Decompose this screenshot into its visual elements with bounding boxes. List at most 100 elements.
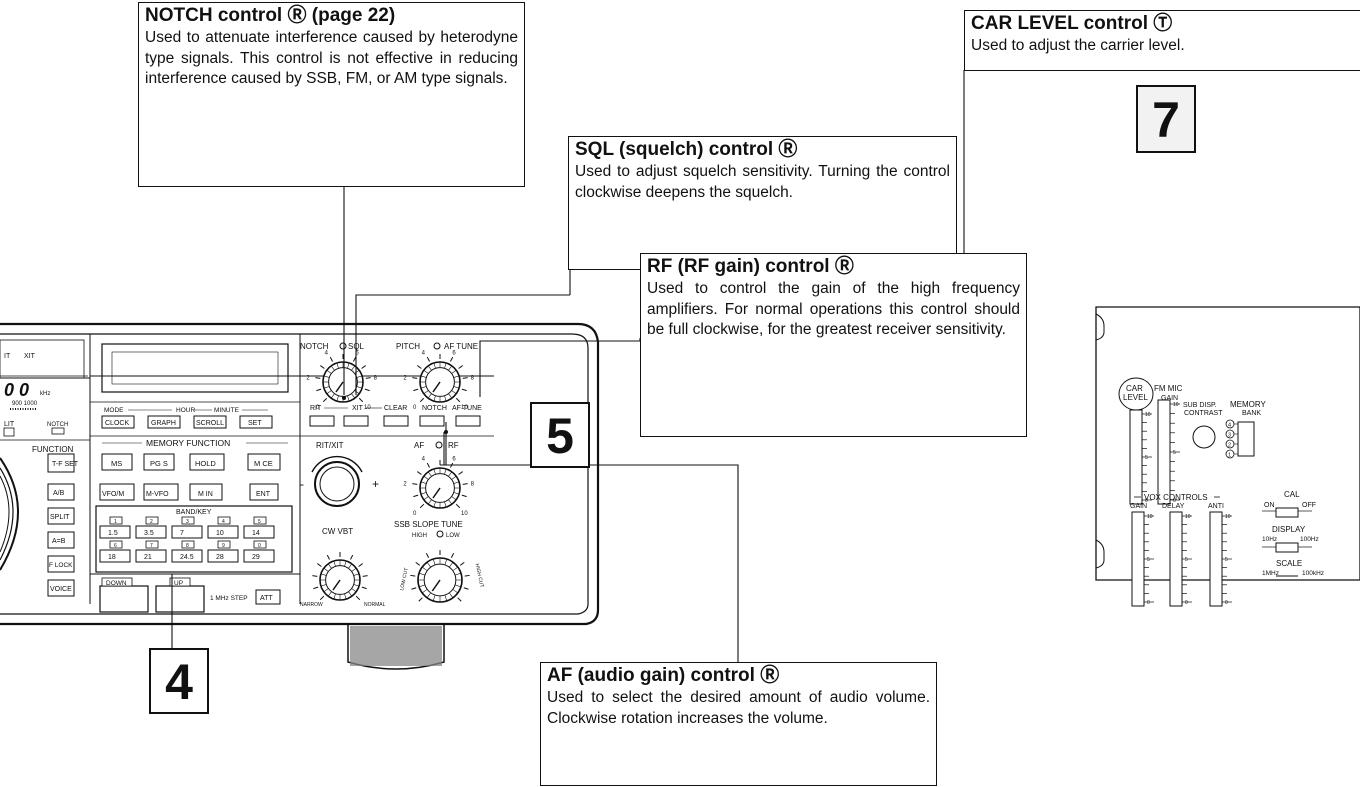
band-key[interactable] xyxy=(99,549,131,563)
ab-key[interactable] xyxy=(47,483,75,501)
m-in-key[interactable] xyxy=(189,483,223,501)
att-key[interactable] xyxy=(255,589,281,605)
vox-controls-label: VOX CONTROLS xyxy=(1144,493,1208,502)
band-key-panel xyxy=(95,505,293,573)
memory-bank-switch[interactable] xyxy=(1237,421,1255,457)
vfo-m-key[interactable] xyxy=(99,483,135,501)
band-top-num: 5 xyxy=(258,519,261,525)
cal-off-label: OFF xyxy=(1302,502,1316,509)
number-box-5: 5 xyxy=(530,402,590,468)
car-level-callout-title: CAR LEVEL control Ⓣ xyxy=(971,13,1173,34)
band-top-tab xyxy=(145,516,159,525)
low-label: LOW xyxy=(446,533,460,539)
up-key[interactable] xyxy=(155,585,205,613)
cal-switch[interactable] xyxy=(1275,507,1299,518)
lit-key[interactable] xyxy=(3,427,15,437)
label-left-notch: NOTCH xyxy=(47,422,68,428)
band-key-label: 18 xyxy=(108,554,116,561)
band-key[interactable] xyxy=(135,549,167,563)
knob-scale-num: 4 xyxy=(422,457,426,463)
ent-key[interactable] xyxy=(249,483,279,501)
slider-scale-num: 0 xyxy=(1173,498,1176,504)
hz10-label: 10Hz xyxy=(1262,536,1277,543)
sub-display xyxy=(0,339,85,379)
m-vfo-key[interactable] xyxy=(143,483,179,501)
hold-label: HOLD xyxy=(195,459,216,468)
band-key[interactable] xyxy=(135,525,167,539)
split-key[interactable] xyxy=(47,507,75,525)
band-top-num: 1 xyxy=(114,519,117,525)
knob-scale-num: 4 xyxy=(422,351,426,357)
clear-key[interactable] xyxy=(383,415,409,427)
a-equals-b-key[interactable] xyxy=(47,531,75,549)
ms-key[interactable] xyxy=(101,453,133,471)
rit-key[interactable] xyxy=(309,415,335,427)
ent-label: ENT xyxy=(256,491,271,498)
band-key[interactable] xyxy=(207,525,239,539)
band-key-label: 24.5 xyxy=(180,554,194,561)
hold-key[interactable] xyxy=(189,453,225,471)
band-key[interactable] xyxy=(207,549,239,563)
high-label: HIGH xyxy=(412,533,427,539)
f-lock-key[interactable] xyxy=(47,555,75,573)
band-top-num: 2 xyxy=(150,519,153,525)
khz100-label: 100kHz xyxy=(1302,570,1324,577)
sub-disp-contrast-knob[interactable] xyxy=(1192,425,1216,449)
memory-function-label: MEMORY FUNCTION xyxy=(146,438,230,448)
band-key[interactable] xyxy=(99,525,131,539)
band-key[interactable] xyxy=(243,549,275,563)
band-mid-num: 7 xyxy=(150,543,153,549)
cw-vbt-knob[interactable] xyxy=(312,552,368,601)
sub-disp-text-2: CONTRAST xyxy=(1184,410,1223,417)
memory-bank-text-1: MEMORY xyxy=(1230,400,1267,409)
knob-scale-num: 0 xyxy=(316,405,320,411)
rit-xit-knob-label: RIT/XIT xyxy=(316,441,344,450)
scroll-key[interactable] xyxy=(193,415,227,429)
clock-key[interactable] xyxy=(101,415,135,429)
display-switch[interactable] xyxy=(1275,542,1299,553)
knob-scale-num: 6 xyxy=(452,351,456,357)
band-key[interactable] xyxy=(171,549,203,563)
slider-scale-num: 10 xyxy=(1145,412,1151,418)
band-key-label: 7 xyxy=(180,530,184,537)
number-box-7: 7 xyxy=(1136,85,1196,153)
ssb-slope-tune-knob[interactable] xyxy=(410,550,470,603)
rit-xit-knob[interactable] xyxy=(311,455,363,507)
down-key[interactable] xyxy=(99,585,149,613)
band-mid-tab xyxy=(109,540,123,549)
knob-scale-num: 0 xyxy=(413,511,417,517)
band-mid-tab xyxy=(217,540,231,549)
band-key-label: BAND/KEY xyxy=(176,509,212,516)
tf-set-key[interactable] xyxy=(47,453,75,473)
label-xit: XIT xyxy=(24,353,36,360)
radio-foot-texture xyxy=(350,626,442,666)
memory-bank-num: 4 xyxy=(1228,423,1231,429)
af-tune-knob-label: AF TUNE xyxy=(444,342,478,351)
voice-key[interactable] xyxy=(47,579,75,597)
af-tune-key[interactable] xyxy=(455,415,481,427)
af-tune-row-label: AF TUNE xyxy=(452,405,482,412)
notch-key[interactable] xyxy=(419,415,445,427)
band-key[interactable] xyxy=(243,525,275,539)
fm-mic-text-2: GAIN xyxy=(1161,395,1178,402)
left-notch-key[interactable] xyxy=(51,427,65,435)
band-key[interactable] xyxy=(171,525,203,539)
graph-key[interactable] xyxy=(147,415,181,429)
set-key[interactable] xyxy=(239,415,273,429)
band-key-label: 1.5 xyxy=(108,530,118,537)
memory-bank-num: 1 xyxy=(1228,453,1231,459)
xit-key[interactable] xyxy=(343,415,369,427)
pgs-key[interactable] xyxy=(143,453,175,471)
mce-key[interactable] xyxy=(247,453,281,471)
band-mid-num: 0 xyxy=(258,543,261,549)
